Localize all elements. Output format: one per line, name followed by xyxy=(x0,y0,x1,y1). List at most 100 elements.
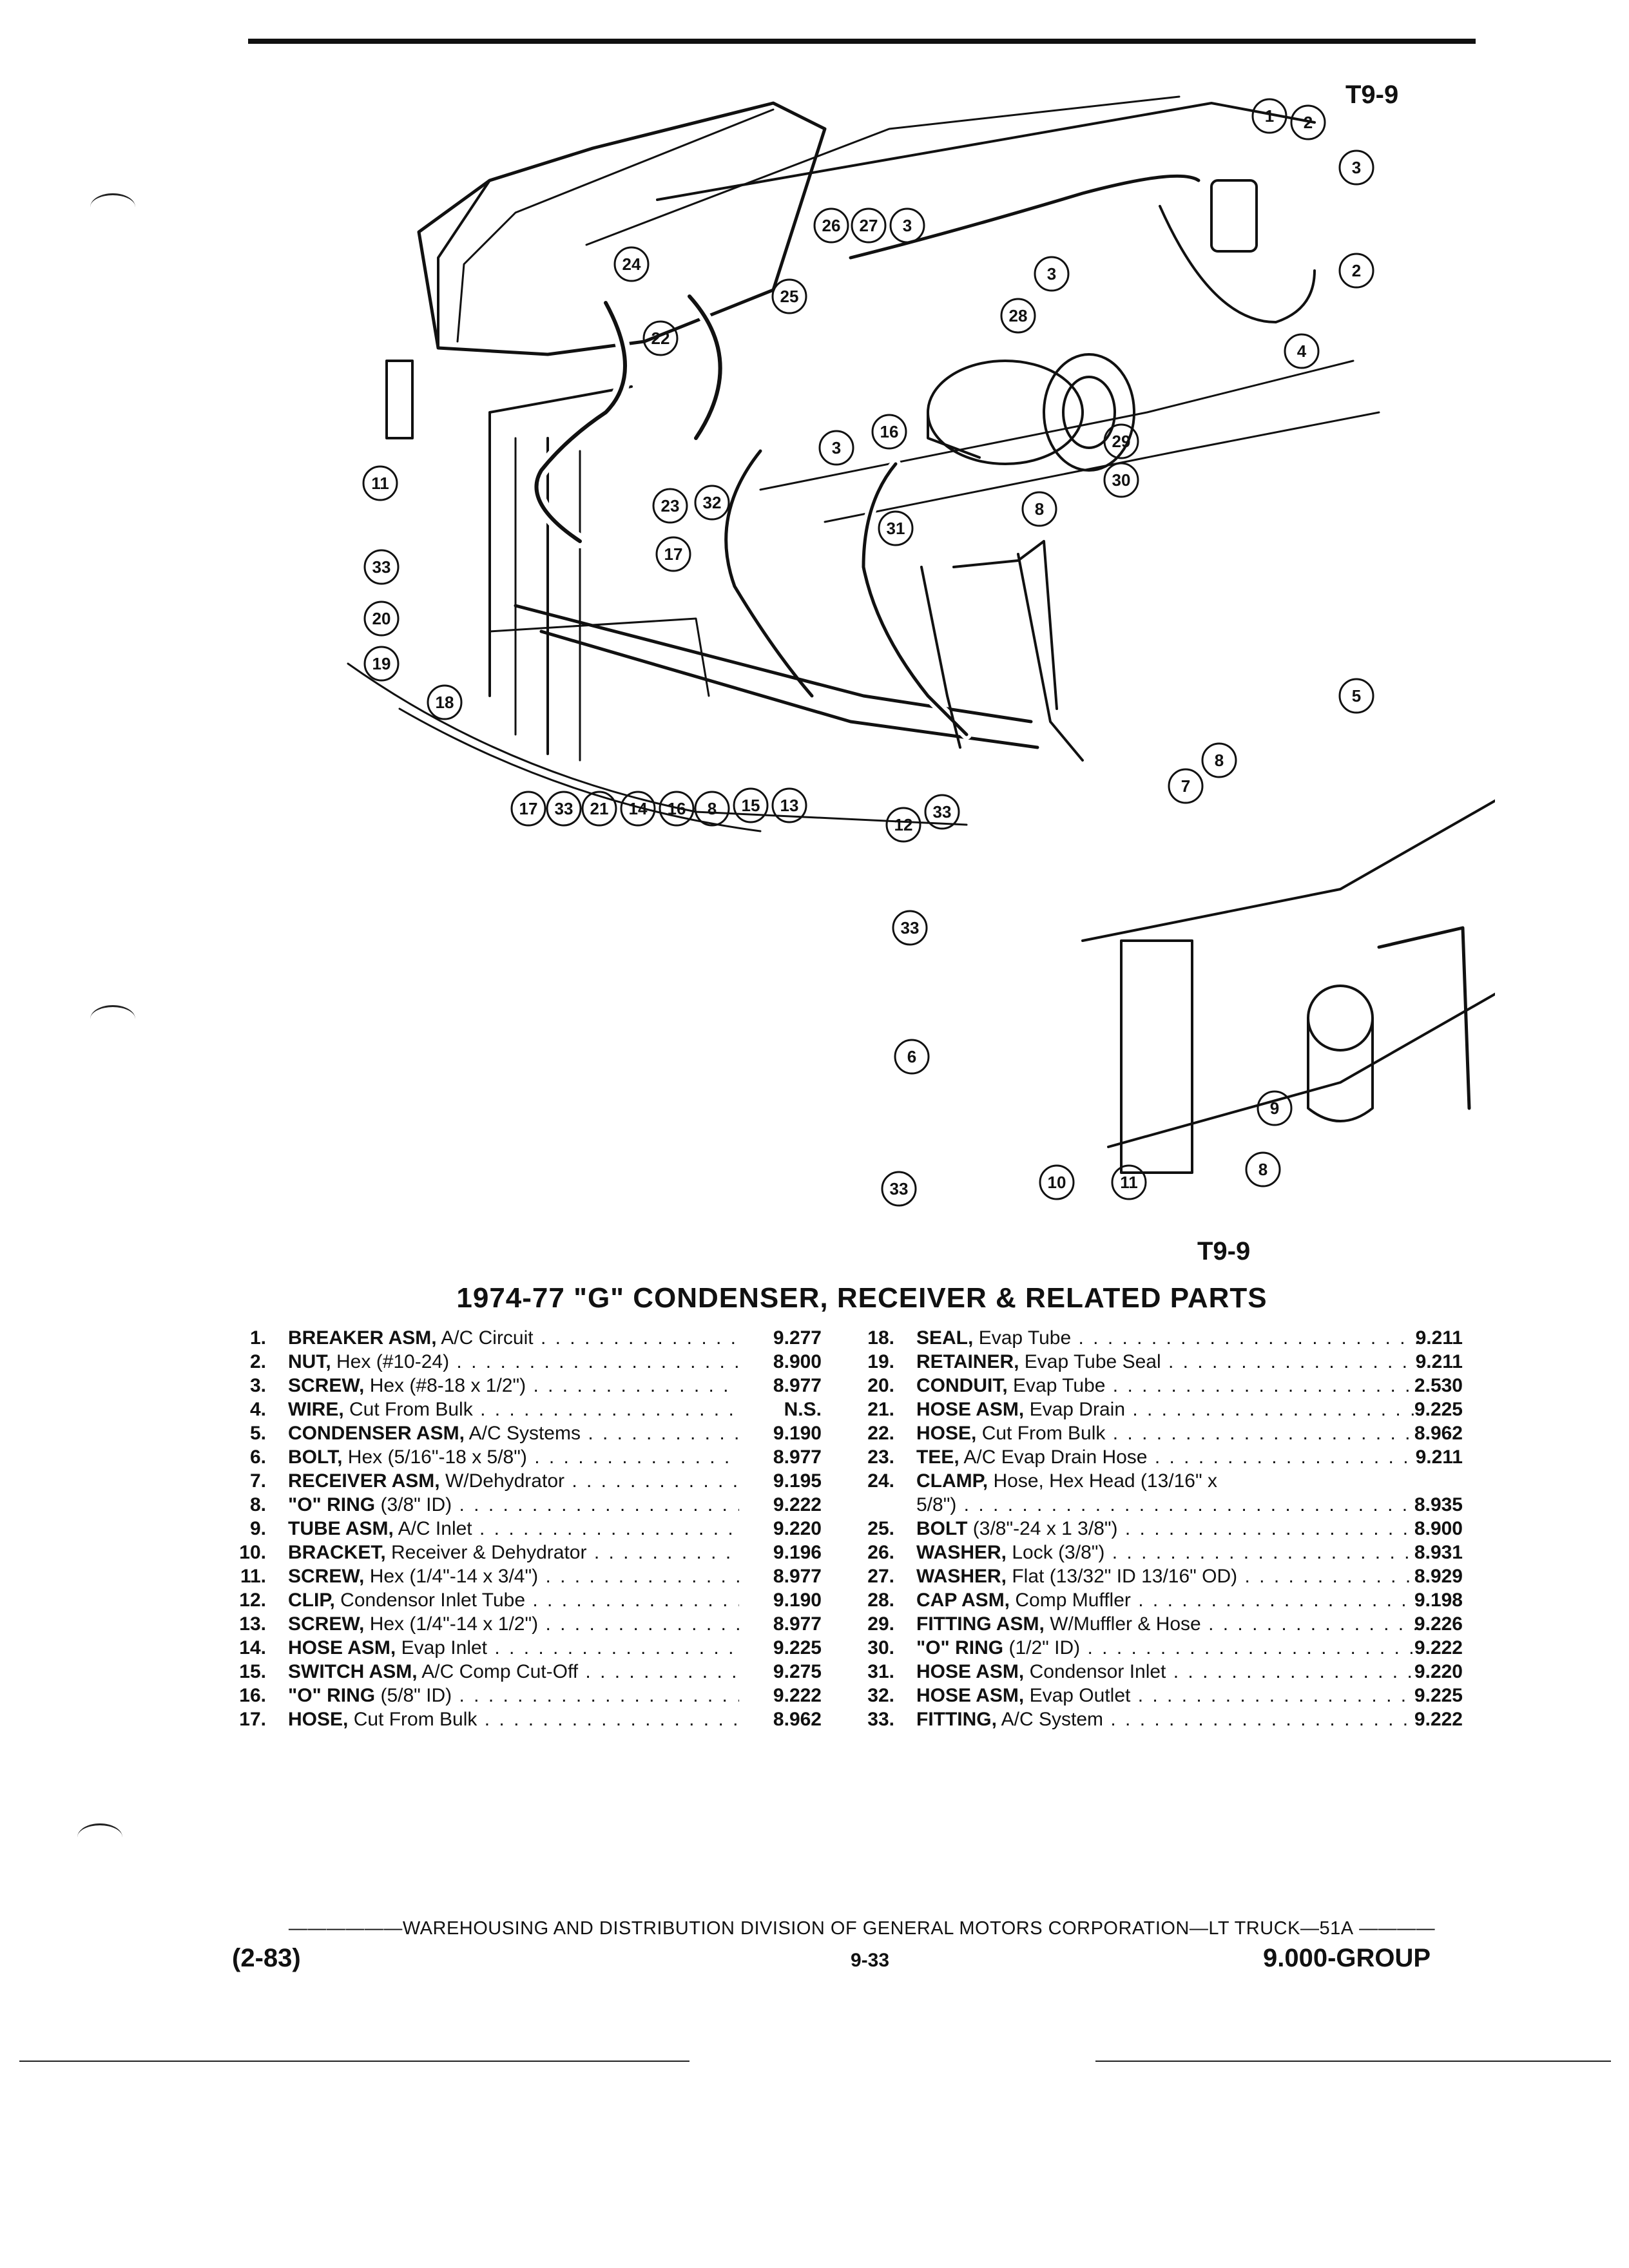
callout-label: 25 xyxy=(780,287,799,306)
part-name: CONDUIT, xyxy=(916,1375,1008,1396)
group-code: 9.190 xyxy=(773,1590,822,1611)
part-number: 7. xyxy=(249,1470,266,1492)
part-detail: Flat (13/32" ID 13/16" OD) xyxy=(1012,1566,1238,1587)
callout-label: 2 xyxy=(1304,113,1313,132)
part-number: 15. xyxy=(239,1661,266,1682)
parts-row: 3.SCREW, Hex (#8-18 x 1/2") . . . . . . … xyxy=(229,1374,847,1398)
parts-row: 11.SCREW, Hex (1/4"-14 x 3/4") . . . . .… xyxy=(229,1564,847,1588)
leader-dots: . . . . . . . . . . . . . . . . . . . . … xyxy=(1078,1327,1419,1349)
part-number: 31. xyxy=(867,1661,894,1682)
group-code: 2.530 xyxy=(1414,1375,1463,1396)
group-code: 9.225 xyxy=(1414,1399,1463,1420)
callout-label: 6 xyxy=(907,1047,916,1066)
parts-row: 14.HOSE ASM, Evap Inlet . . . . . . . . … xyxy=(229,1636,847,1660)
part-name: HOSE ASM, xyxy=(916,1685,1025,1706)
leader-dots: . . . . . . . . . . . . . . . . . . . . … xyxy=(588,1423,739,1444)
parts-row: 18.SEAL, Evap Tube . . . . . . . . . . .… xyxy=(857,1326,1514,1350)
part-detail: Hose, Hex Head (13/16" x xyxy=(993,1470,1217,1492)
parts-row: 6.BOLT, Hex (5/16"-18 x 5/8") . . . . . … xyxy=(229,1445,847,1469)
part-name: "O" RING xyxy=(288,1685,376,1706)
group-code: 9.275 xyxy=(773,1661,822,1682)
part-detail: Cut From Bulk xyxy=(349,1399,473,1420)
part-number: 8. xyxy=(249,1494,266,1515)
page-number: 9-33 xyxy=(851,1950,890,1971)
group-code: 9.222 xyxy=(773,1494,822,1515)
part-number: 19. xyxy=(867,1351,894,1372)
leader-dots: . . . . . . . . . . . . . . . . . . . . … xyxy=(459,1494,739,1515)
part-name: SEAL, xyxy=(916,1327,974,1349)
part-detail: Evap Outlet xyxy=(1029,1685,1131,1706)
callout-label: 24 xyxy=(622,255,641,274)
group-code: 9.196 xyxy=(773,1542,822,1563)
group-code: 8.935 xyxy=(1414,1494,1463,1515)
callout-label: 3 xyxy=(832,438,841,457)
part-number: 4. xyxy=(249,1399,266,1420)
callout-label: 11 xyxy=(1120,1173,1138,1192)
leader-dots: . . . . . . . . . . . . . . . . . . . . … xyxy=(1168,1351,1419,1372)
part-detail: Condensor Inlet Tube xyxy=(340,1590,526,1611)
part-description: BREAKER ASM, A/C Circuit . . . . . . . .… xyxy=(288,1326,739,1350)
part-description: CAP ASM, Comp Muffler . . . . . . . . . … xyxy=(916,1588,1419,1612)
part-name: BOLT xyxy=(916,1518,968,1539)
group-code: N.S. xyxy=(784,1399,822,1420)
part-name: TUBE ASM, xyxy=(288,1518,394,1539)
part-number: 27. xyxy=(867,1566,894,1587)
group-code: 9.277 xyxy=(773,1327,822,1349)
part-number: 30. xyxy=(867,1637,894,1658)
group-code: 9.211 xyxy=(1415,1351,1463,1372)
leader-dots: . . . . . . . . . . . . . . . . . . . . … xyxy=(484,1709,739,1730)
leader-dots: . . . . . . . . . . . . . . . . . . . . … xyxy=(540,1327,739,1349)
part-name: FITTING ASM, xyxy=(916,1613,1045,1635)
part-number: 29. xyxy=(867,1613,894,1635)
parts-row: 8."O" RING (3/8" ID) . . . . . . . . . .… xyxy=(229,1493,847,1517)
parts-row: 4.WIRE, Cut From Bulk . . . . . . . . . … xyxy=(229,1398,847,1421)
part-description: TEE, A/C Evap Drain Hose . . . . . . . .… xyxy=(916,1445,1419,1469)
bottom-rule xyxy=(19,2061,689,2062)
callout-label: 17 xyxy=(519,799,538,818)
part-description: CLIP, Condensor Inlet Tube . . . . . . .… xyxy=(288,1588,739,1612)
part-name: HOSE, xyxy=(288,1709,349,1730)
part-number: 10. xyxy=(239,1542,266,1563)
callout-label: 33 xyxy=(555,799,574,818)
parts-row: 5.CONDENSER ASM, A/C Systems . . . . . .… xyxy=(229,1421,847,1445)
leader-dots: . . . . . . . . . . . . . . . . . . . . … xyxy=(532,1590,739,1611)
leader-dots: . . . . . . . . . . . . . . . . . . . . … xyxy=(1112,1542,1419,1563)
part-name: NUT, xyxy=(288,1351,331,1372)
callout-label: 1 xyxy=(1265,106,1274,126)
part-name: HOSE ASM, xyxy=(916,1399,1025,1420)
callout-label: 8 xyxy=(708,799,717,818)
group-code: 9.226 xyxy=(1414,1613,1463,1635)
part-description: TUBE ASM, A/C Inlet . . . . . . . . . . … xyxy=(288,1517,739,1541)
callout-label: 22 xyxy=(651,329,670,348)
part-name: WASHER, xyxy=(916,1566,1007,1587)
part-name: WIRE, xyxy=(288,1399,344,1420)
part-number: 18. xyxy=(867,1327,894,1349)
callout-label: 30 xyxy=(1112,470,1131,490)
parts-row: 2.NUT, Hex (#10-24) . . . . . . . . . . … xyxy=(229,1350,847,1374)
group-code: 8.931 xyxy=(1414,1542,1463,1563)
fender-line xyxy=(759,360,1354,491)
group-code: 9.211 xyxy=(1415,1327,1463,1349)
part-name: RETAINER, xyxy=(916,1351,1019,1372)
part-name: SWITCH ASM, xyxy=(288,1661,418,1682)
part-detail: Hex (1/4"-14 x 1/2") xyxy=(369,1613,539,1635)
part-detail: A/C Inlet xyxy=(398,1518,472,1539)
part-detail: Receiver & Dehydrator xyxy=(391,1542,587,1563)
callout-label: 31 xyxy=(887,519,905,538)
part-description: CONDUIT, Evap Tube . . . . . . . . . . .… xyxy=(916,1374,1419,1398)
part-detail: Hex (5/16"-18 x 5/8") xyxy=(347,1446,527,1468)
parts-row: 20.CONDUIT, Evap Tube . . . . . . . . . … xyxy=(857,1374,1514,1398)
parts-row: 5/8") . . . . . . . . . . . . . . . . . … xyxy=(857,1493,1514,1517)
part-detail: Cut From Bulk xyxy=(981,1423,1106,1444)
leader-dots: . . . . . . . . . . . . . . . . . . . . … xyxy=(1137,1685,1419,1706)
callout-label: 20 xyxy=(372,609,391,628)
leader-dots: . . . . . . . . . . . . . . . . . . . . … xyxy=(545,1613,739,1635)
leader-dots: . . . . . . . . . . . . . . . . . . . . … xyxy=(963,1494,1419,1515)
part-number: 16. xyxy=(239,1685,266,1706)
leader-dots: . . . . . . . . . . . . . . . . . . . . … xyxy=(1087,1637,1419,1658)
margin-mark xyxy=(90,193,135,221)
part-description: SCREW, Hex (1/4"-14 x 1/2") . . . . . . … xyxy=(288,1612,739,1636)
parts-row: 10.BRACKET, Receiver & Dehydrator . . . … xyxy=(229,1541,847,1564)
parts-row: 19.RETAINER, Evap Tube Seal . . . . . . … xyxy=(857,1350,1514,1374)
